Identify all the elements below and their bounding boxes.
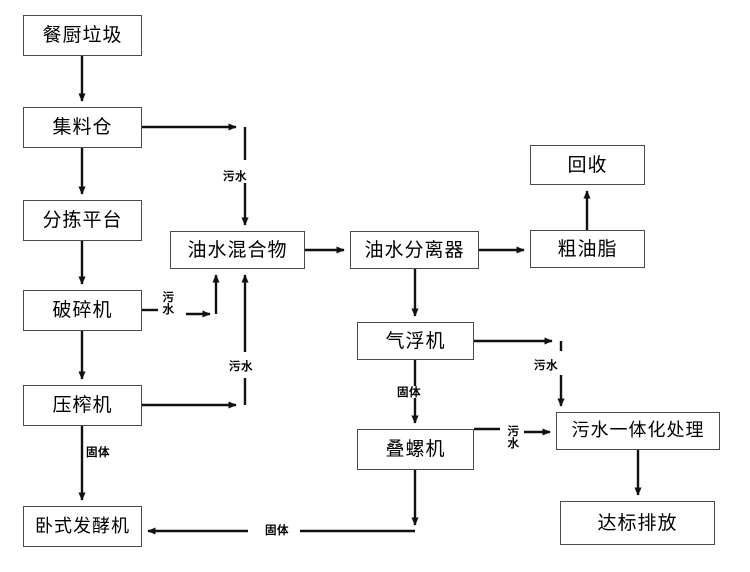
node-oil-water-separator[interactable]: 油水分离器 (350, 231, 479, 269)
node-recycle[interactable]: 回收 (530, 145, 645, 185)
node-integrated-treatment[interactable]: 污水一体化处理 (556, 412, 720, 450)
node-horizontal-fermenter[interactable]: 卧式发酵机 (23, 506, 142, 547)
edge-label-waste-water-2: 污水 (161, 290, 176, 317)
node-air-flotation[interactable]: 气浮机 (357, 322, 474, 360)
node-sorting-platform[interactable]: 分拣平台 (23, 200, 142, 241)
node-oil-water-mixture[interactable]: 油水混合物 (170, 231, 305, 269)
node-kitchen-waste[interactable]: 餐厨垃圾 (23, 15, 142, 56)
node-press[interactable]: 压榨机 (23, 385, 142, 426)
node-crusher[interactable]: 破碎机 (23, 290, 142, 331)
node-collection-bin[interactable]: 集料仓 (23, 107, 142, 148)
node-compliant-discharge[interactable]: 达标排放 (560, 501, 715, 545)
node-screw-press[interactable]: 叠螺机 (357, 429, 474, 470)
node-crude-oil[interactable]: 粗油脂 (530, 230, 645, 268)
edge-label-solid-1: 固体 (85, 445, 111, 459)
edge-label-solid-2: 固体 (396, 385, 422, 399)
edge-label-solid-3: 固体 (264, 523, 290, 537)
edge-label-waste-water-4: 污水 (533, 358, 559, 372)
edge-label-waste-water-1: 污水 (222, 169, 248, 183)
edge-label-waste-water-5: 污水 (506, 424, 521, 451)
edge-label-waste-water-3: 污水 (228, 359, 254, 373)
